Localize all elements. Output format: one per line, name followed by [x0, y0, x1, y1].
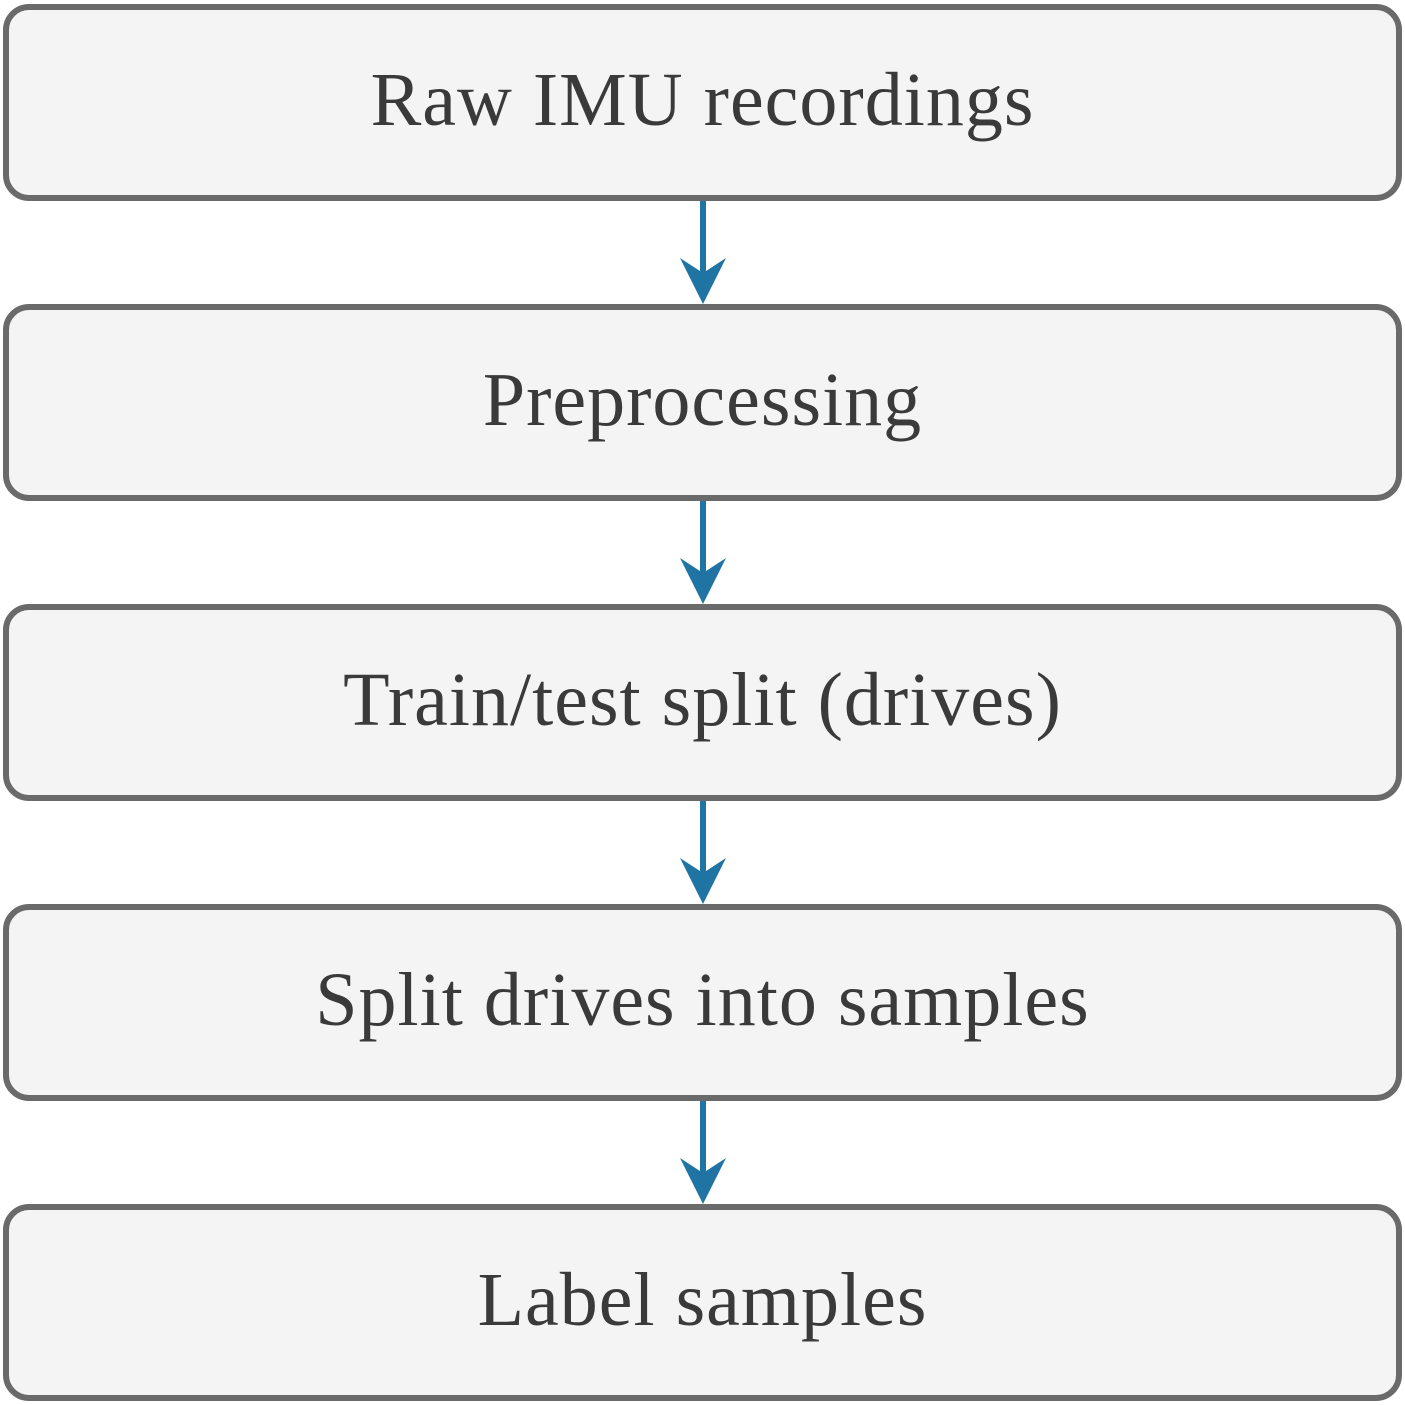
arrow-down-icon: [3, 201, 1402, 304]
arrow-down-icon: [3, 801, 1402, 904]
node-label: Split drives into samples: [315, 957, 1090, 1042]
flow-node-split-drives-into-samples: Split drives into samples: [3, 904, 1402, 1101]
arrow-down-icon: [3, 1101, 1402, 1204]
node-label: Preprocessing: [482, 357, 923, 442]
node-label: Label samples: [477, 1257, 928, 1342]
node-label: Raw IMU recordings: [370, 57, 1035, 142]
flow-node-label-samples: Label samples: [3, 1204, 1402, 1401]
flow-node-train-test-split: Train/test split (drives): [3, 604, 1402, 801]
arrow-down-icon: [3, 501, 1402, 604]
node-label: Train/test split (drives): [343, 657, 1062, 742]
flow-node-raw-imu-recordings: Raw IMU recordings: [3, 4, 1402, 201]
flow-node-preprocessing: Preprocessing: [3, 304, 1402, 501]
